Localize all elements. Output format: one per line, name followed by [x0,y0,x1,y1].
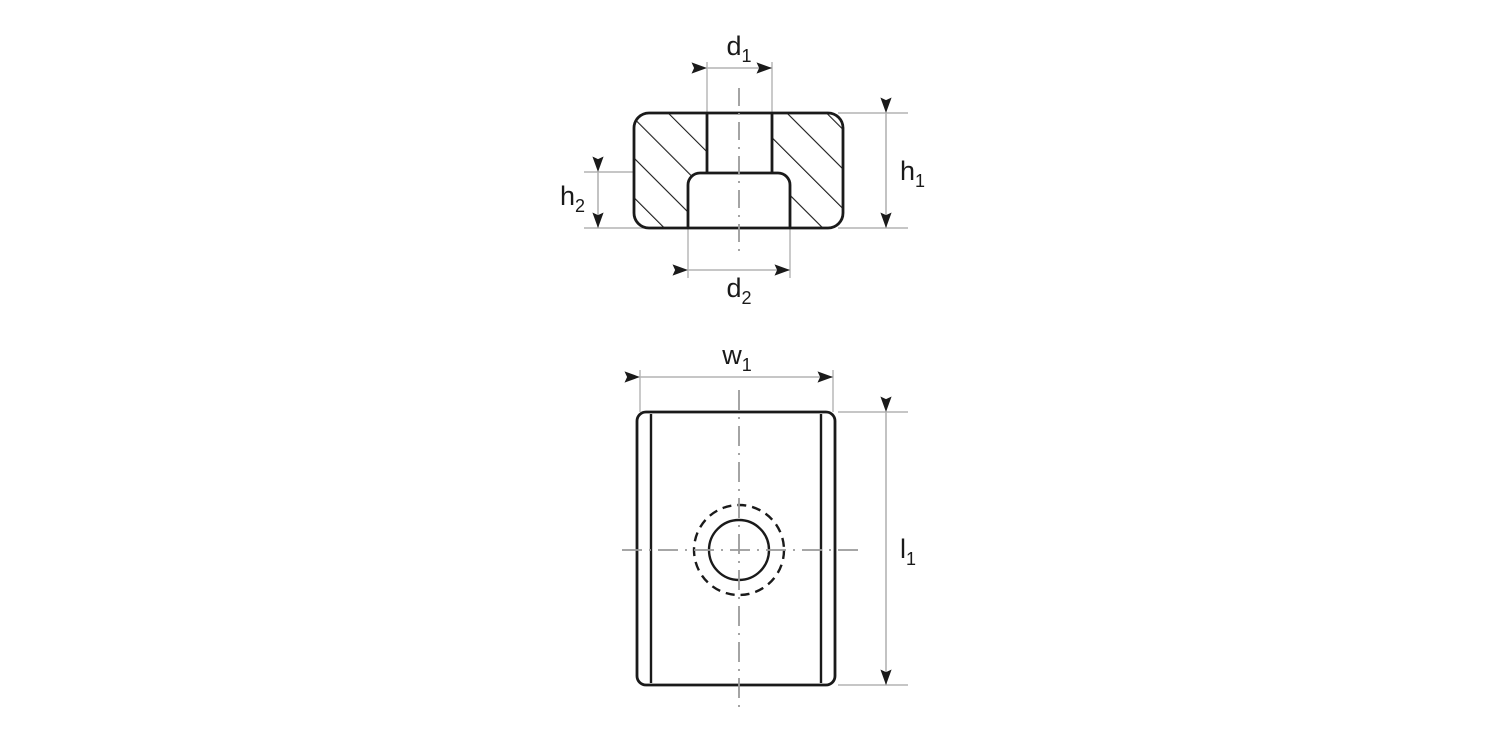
plan-view: w1 l1 [622,340,916,710]
dimension-label-l1: l1 [900,534,916,569]
section-body-outline [632,111,845,230]
dimension-w1: w1 [624,340,833,383]
section-hatch-region [634,113,843,228]
dimension-d1: d1 [691,31,772,74]
plan-body-outline [635,410,837,687]
dimension-label-d1: d1 [726,31,751,66]
dimension-h2: h2 [560,156,604,228]
dimension-label-d2: d2 [726,273,751,308]
cross-section-view: d1 d2 h1 h2 [560,31,925,308]
dimension-label-h2: h2 [560,181,585,216]
dimension-label-w1: w1 [721,340,752,375]
dimension-l1: l1 [880,396,916,685]
dimension-label-h1: h1 [900,156,925,191]
plan-edge-lines [649,414,823,683]
dimension-h1: h1 [880,97,925,228]
dimension-d2: d2 [672,264,790,308]
